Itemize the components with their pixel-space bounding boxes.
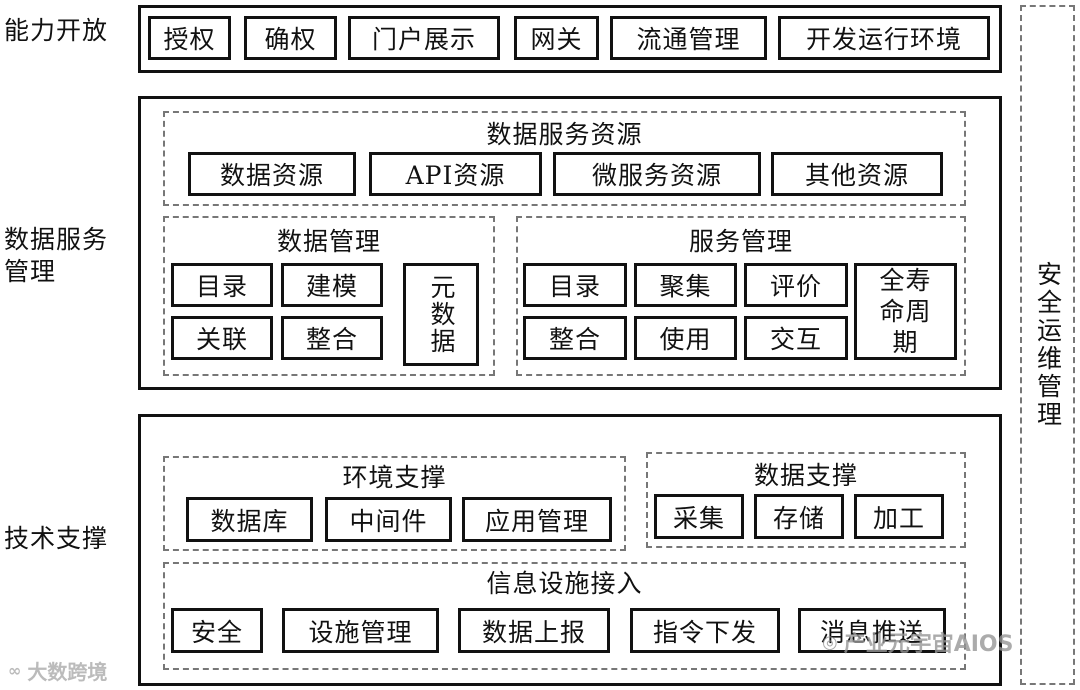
svc-mgmt-item-lifecycle: 全寿命周期: [854, 263, 957, 360]
environment-support-group: [163, 456, 626, 551]
capability-item-authorize: 授权: [148, 16, 231, 60]
lifecycle-label: 全寿命周期: [879, 266, 932, 357]
infrastructure-access-title: 信息设施接入: [486, 569, 643, 598]
infra-item-message-push: 消息推送: [798, 608, 946, 653]
layer-label-capability-open: 能力开放: [4, 16, 109, 45]
service-management-title: 服务管理: [688, 227, 793, 256]
svc-mgmt-item-integration: 整合: [523, 316, 627, 360]
env-item-middleware: 中间件: [325, 497, 452, 542]
data-service-resources-group: [163, 111, 966, 206]
data-mgmt-item-metadata: 元数据: [403, 263, 479, 366]
data-mgmt-item-modeling: 建模: [281, 263, 383, 307]
data-management-title: 数据管理: [276, 227, 381, 256]
svc-mgmt-item-usage: 使用: [634, 316, 737, 360]
data-management-group: [163, 216, 495, 376]
env-item-app-mgmt: 应用管理: [462, 497, 612, 542]
data-support-item-process: 加工: [854, 494, 944, 539]
resource-item-other: 其他资源: [771, 152, 943, 196]
watermark-left: ∞ 大数跨境: [8, 656, 107, 685]
watermark-right: ◎ 产业元宇宙AIOS: [822, 626, 1013, 658]
svc-mgmt-item-interaction: 交互: [744, 316, 848, 360]
capability-item-gateway: 网关: [514, 16, 599, 60]
svc-mgmt-item-catalog: 目录: [523, 263, 627, 307]
resource-item-data: 数据资源: [188, 152, 356, 196]
infrastructure-access-group: [163, 562, 966, 670]
watermark-left-text: 大数跨境: [27, 660, 108, 684]
layer-label-data-service-mgmt: 数据服务 管理: [4, 225, 124, 287]
service-management-group: [516, 216, 966, 376]
environment-support-title: 环境支撑: [342, 463, 447, 492]
svc-mgmt-item-evaluation: 评价: [744, 263, 848, 307]
security-ops-label-wrap: 安全运维管理: [1020, 5, 1075, 685]
data-support-group: [646, 452, 966, 548]
data-mgmt-item-catalog: 目录: [171, 263, 273, 307]
watermark-right-text: 产业元宇宙AIOS: [843, 632, 1014, 657]
capability-item-portal: 门户展示: [348, 16, 500, 60]
data-mgmt-item-integration: 整合: [281, 316, 383, 360]
layer-label-tech-support: 技术支撑: [4, 524, 109, 553]
infra-item-security: 安全: [171, 608, 263, 653]
data-support-item-collect: 采集: [654, 494, 744, 539]
data-mgmt-item-association: 关联: [171, 316, 273, 360]
layer-label-line: 数据服务: [4, 225, 109, 254]
resource-item-microservice: 微服务资源: [553, 152, 761, 196]
watermark-logo-icon: ∞: [8, 661, 22, 680]
capability-item-confirm-rights: 确权: [244, 16, 337, 60]
metadata-label: 元数据: [427, 274, 456, 355]
infra-item-facility-mgmt: 设施管理: [282, 608, 439, 653]
security-ops-label: 安全运维管理: [1033, 261, 1063, 429]
layer-label-line: 管理: [4, 257, 57, 286]
resource-item-api: API资源: [369, 152, 542, 196]
data-support-title: 数据支撑: [753, 461, 858, 490]
infra-item-data-report: 数据上报: [458, 608, 610, 653]
data-service-resources-title: 数据服务资源: [486, 120, 643, 149]
infra-item-command-issue: 指令下发: [630, 608, 780, 653]
capability-item-circulation: 流通管理: [610, 16, 767, 60]
capability-item-dev-env: 开发运行环境: [778, 16, 990, 60]
data-support-item-store: 存储: [754, 494, 844, 539]
env-item-database: 数据库: [186, 497, 313, 542]
wechat-icon: ◎: [822, 631, 838, 653]
svc-mgmt-item-aggregation: 聚集: [634, 263, 737, 307]
security-ops-column: [1020, 5, 1075, 685]
